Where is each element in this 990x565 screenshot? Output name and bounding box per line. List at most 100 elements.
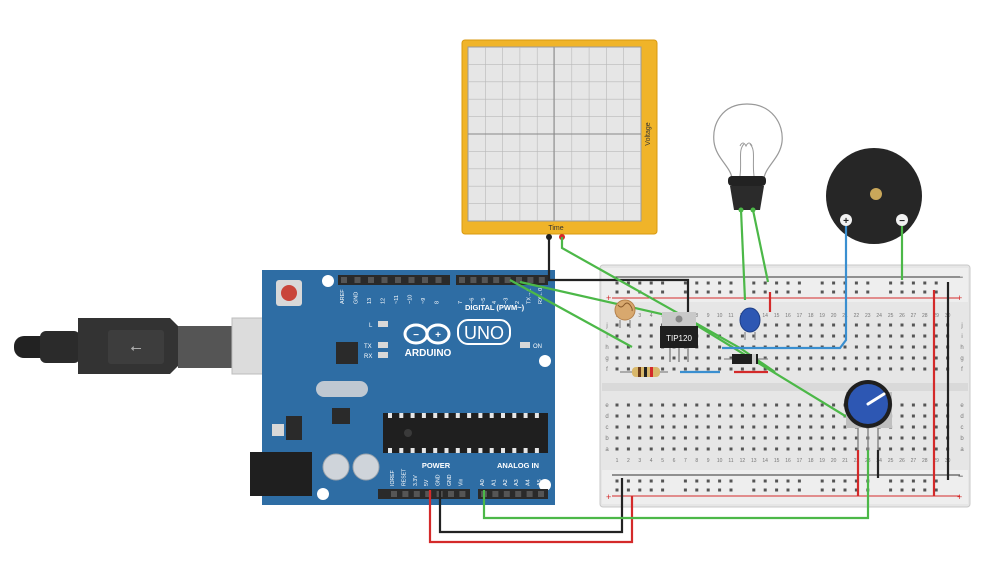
breadboard-hole[interactable] (706, 367, 710, 371)
breadboard-hole[interactable] (615, 345, 619, 349)
breadboard-hole[interactable] (740, 414, 744, 418)
breadboard-hole[interactable] (820, 479, 824, 483)
breadboard-hole[interactable] (877, 356, 881, 360)
breadboard-hole[interactable] (649, 403, 653, 407)
breadboard-hole[interactable] (615, 290, 619, 294)
breadboard-hole[interactable] (923, 436, 927, 440)
breadboard-hole[interactable] (923, 290, 927, 294)
breadboard-hole[interactable] (626, 356, 630, 360)
breadboard-hole[interactable] (752, 290, 756, 294)
breadboard-hole[interactable] (923, 479, 927, 483)
breadboard-hole[interactable] (638, 334, 642, 338)
resistor[interactable] (620, 367, 668, 377)
breadboard-hole[interactable] (752, 403, 756, 407)
breadboard-hole[interactable] (695, 479, 699, 483)
breadboard-hole[interactable] (934, 323, 938, 327)
breadboard-hole[interactable] (763, 479, 767, 483)
breadboard-hole[interactable] (763, 323, 767, 327)
breadboard-hole[interactable] (626, 345, 630, 349)
breadboard-hole[interactable] (638, 356, 642, 360)
breadboard-hole[interactable] (752, 367, 756, 371)
breadboard-hole[interactable] (809, 367, 813, 371)
header-pin[interactable] (481, 277, 488, 283)
breadboard-hole[interactable] (934, 356, 938, 360)
breadboard-hole[interactable] (683, 414, 687, 418)
breadboard-hole[interactable] (775, 281, 779, 285)
breadboard-hole[interactable] (900, 447, 904, 451)
potentiometer[interactable] (844, 380, 892, 450)
breadboard-hole[interactable] (911, 447, 915, 451)
breadboard-hole[interactable] (718, 367, 722, 371)
breadboard-hole[interactable] (923, 403, 927, 407)
breadboard-hole[interactable] (820, 488, 824, 492)
breadboard-hole[interactable] (683, 356, 687, 360)
breadboard-hole[interactable] (900, 436, 904, 440)
breadboard-hole[interactable] (911, 414, 915, 418)
breadboard-hole[interactable] (729, 367, 733, 371)
breadboard-hole[interactable] (889, 281, 893, 285)
breadboard-hole[interactable] (740, 334, 744, 338)
header-pin[interactable] (515, 491, 522, 497)
breadboard-hole[interactable] (832, 425, 836, 429)
breadboard-hole[interactable] (649, 334, 653, 338)
breadboard-hole[interactable] (877, 334, 881, 338)
breadboard-hole[interactable] (649, 488, 653, 492)
breadboard-hole[interactable] (718, 323, 722, 327)
breadboard-hole[interactable] (889, 447, 893, 451)
breadboard-hole[interactable] (809, 403, 813, 407)
breadboard-hole[interactable] (661, 290, 665, 294)
breadboard-hole[interactable] (706, 323, 710, 327)
breadboard-hole[interactable] (695, 414, 699, 418)
breadboard-hole[interactable] (911, 479, 915, 483)
breadboard-hole[interactable] (740, 367, 744, 371)
breadboard-hole[interactable] (809, 414, 813, 418)
breadboard-hole[interactable] (752, 414, 756, 418)
breadboard-hole[interactable] (786, 447, 790, 451)
breadboard-hole[interactable] (809, 356, 813, 360)
piezo-buzzer[interactable]: + − (826, 148, 922, 244)
breadboard-hole[interactable] (661, 403, 665, 407)
breadboard-hole[interactable] (797, 356, 801, 360)
header-pin[interactable] (503, 491, 510, 497)
breadboard-hole[interactable] (854, 345, 858, 349)
breadboard-hole[interactable] (729, 447, 733, 451)
breadboard-hole[interactable] (626, 447, 630, 451)
breadboard-hole[interactable] (695, 425, 699, 429)
breadboard-hole[interactable] (786, 488, 790, 492)
breadboard-hole[interactable] (763, 334, 767, 338)
breadboard-hole[interactable] (695, 356, 699, 360)
breadboard-hole[interactable] (706, 403, 710, 407)
wires[interactable] (428, 209, 950, 544)
breadboard-hole[interactable] (729, 414, 733, 418)
breadboard-hole[interactable] (854, 281, 858, 285)
breadboard-hole[interactable] (638, 403, 642, 407)
breadboard-hole[interactable] (695, 290, 699, 294)
header-pin[interactable] (413, 491, 420, 497)
breadboard-hole[interactable] (911, 334, 915, 338)
breadboard-hole[interactable] (661, 367, 665, 371)
breadboard-hole[interactable] (718, 425, 722, 429)
breadboard-hole[interactable] (877, 323, 881, 327)
breadboard-hole[interactable] (820, 436, 824, 440)
breadboard-hole[interactable] (729, 323, 733, 327)
breadboard-hole[interactable] (683, 436, 687, 440)
breadboard-hole[interactable] (889, 356, 893, 360)
breadboard-hole[interactable] (763, 436, 767, 440)
breadboard-hole[interactable] (832, 323, 836, 327)
breadboard-hole[interactable] (832, 367, 836, 371)
reset-button-cap[interactable] (281, 285, 297, 301)
breadboard-hole[interactable] (615, 425, 619, 429)
buzzer-minus-terminal[interactable] (896, 214, 908, 226)
breadboard-hole[interactable] (638, 414, 642, 418)
breadboard-hole[interactable] (923, 356, 927, 360)
breadboard-hole[interactable] (661, 425, 665, 429)
breadboard-hole[interactable] (661, 414, 665, 418)
header-pin[interactable] (538, 277, 545, 283)
breadboard-hole[interactable] (854, 447, 858, 451)
breadboard-hole[interactable] (900, 425, 904, 429)
breadboard-hole[interactable] (877, 447, 881, 451)
breadboard-hole[interactable] (889, 479, 893, 483)
breadboard-hole[interactable] (797, 281, 801, 285)
breadboard-hole[interactable] (615, 334, 619, 338)
breadboard-hole[interactable] (626, 488, 630, 492)
